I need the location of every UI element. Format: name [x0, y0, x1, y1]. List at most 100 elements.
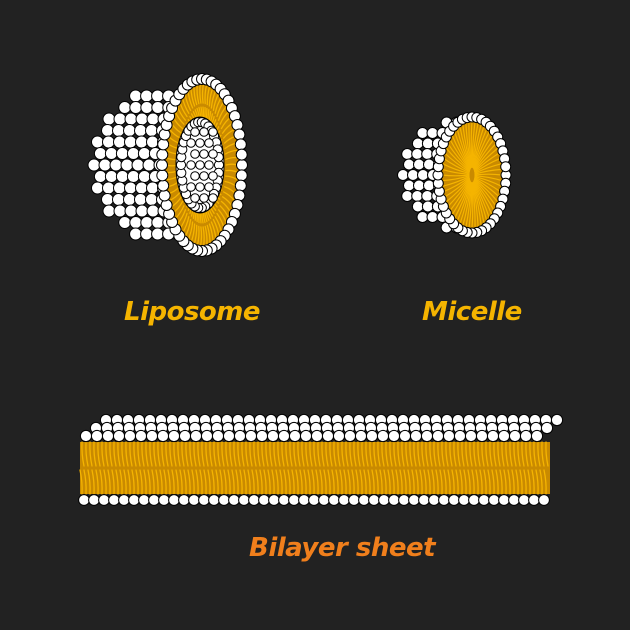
- lipid-head: [416, 211, 429, 223]
- lipid-tail: [171, 469, 175, 495]
- lipid-head: [298, 494, 310, 506]
- lipid-tail: [267, 469, 271, 495]
- lipid-tail: [505, 441, 509, 467]
- lipid-head: [124, 204, 138, 218]
- lipid-tail: [511, 469, 515, 495]
- lipid-tail: [273, 441, 277, 467]
- lipid-head: [124, 181, 137, 195]
- lipid-head: [235, 169, 248, 182]
- micelle-label: Micelle: [422, 297, 522, 327]
- lipid-tail: [131, 469, 135, 495]
- lipid-head: [411, 137, 424, 150]
- lipid-head: [151, 227, 165, 241]
- lipid-head: [129, 216, 143, 229]
- lipid-tail: [491, 469, 495, 495]
- lipid-tail: [153, 441, 157, 467]
- lipid-head: [508, 429, 522, 443]
- lipid-tail: [474, 177, 500, 198]
- lipid-tail: [472, 127, 488, 169]
- lipid-head: [438, 494, 450, 506]
- lipid-head: [468, 494, 480, 506]
- lipid-head: [426, 211, 439, 223]
- lipid-tail: [85, 441, 89, 467]
- lipid-head: [148, 494, 160, 506]
- lipid-tail: [442, 176, 470, 187]
- lipid-head: [204, 160, 214, 170]
- lipid-head: [186, 182, 196, 192]
- lipid-head: [332, 429, 346, 443]
- lipid-tail: [471, 469, 475, 495]
- lipid-tail: [224, 175, 239, 181]
- lipid-tail: [473, 179, 497, 208]
- lipid-tail: [101, 441, 105, 467]
- lipid-tail: [325, 441, 329, 467]
- lipid-tail: [513, 441, 517, 467]
- lipid-head: [79, 429, 93, 443]
- lipid-head: [550, 413, 564, 427]
- lipid-tail: [243, 469, 247, 495]
- lipid-tail: [459, 469, 463, 495]
- lipid-head: [135, 204, 149, 218]
- lipid-head: [421, 200, 434, 213]
- lipid-tail: [225, 441, 229, 467]
- lipid-tail: [461, 441, 465, 467]
- lipid-head: [102, 112, 116, 126]
- lipid-tail: [459, 181, 472, 225]
- lipid-tail: [449, 179, 471, 212]
- lipid-tail: [159, 469, 163, 495]
- lipid-head: [244, 429, 258, 443]
- lipid-head: [199, 149, 209, 159]
- lipid-tail: [209, 441, 213, 467]
- lipid-tail: [527, 469, 531, 495]
- lipid-tail: [223, 469, 227, 495]
- lipid-tail: [442, 163, 470, 174]
- lipid-tail: [507, 469, 511, 495]
- lipid-tail: [433, 441, 437, 467]
- lipid-tail: [341, 441, 345, 467]
- lipid-tail: [151, 469, 155, 495]
- lipid-head: [189, 429, 203, 443]
- lipid-head: [421, 148, 434, 160]
- lipid-head: [208, 494, 220, 506]
- lipid-head: [218, 494, 230, 506]
- lipid-head: [195, 160, 205, 170]
- lipid-tail: [353, 441, 357, 467]
- lipid-tail: [329, 441, 333, 467]
- lipid-head: [178, 429, 192, 443]
- lipid-head: [101, 124, 114, 137]
- lipid-head: [409, 429, 423, 443]
- lipid-tail: [473, 180, 491, 220]
- lipid-head: [234, 138, 247, 151]
- lipid-head: [540, 421, 554, 435]
- lipid-tail: [383, 469, 387, 495]
- lipid-tail: [213, 441, 217, 467]
- lipid-head: [486, 429, 500, 443]
- lipid-tail: [121, 441, 125, 467]
- lipid-tail: [205, 441, 209, 467]
- lipid-head: [199, 193, 209, 203]
- lipid-tail: [169, 441, 173, 467]
- lipid-tail: [283, 469, 287, 495]
- lipid-tail: [337, 441, 341, 467]
- lipid-tail: [279, 469, 283, 495]
- lipid-tail: [91, 469, 95, 495]
- lipid-head: [288, 429, 302, 443]
- lipid-tail: [463, 469, 467, 495]
- lipid-tail: [457, 441, 461, 467]
- lipid-head: [88, 494, 100, 506]
- lipid-tail: [474, 168, 503, 175]
- lipid-tail: [105, 441, 109, 467]
- lipid-head: [151, 101, 165, 114]
- lipid-tail: [465, 441, 469, 467]
- lipid-tail: [407, 469, 411, 495]
- lipid-tail: [377, 441, 381, 467]
- lipid-tail: [222, 128, 236, 139]
- lipid-tail: [191, 469, 195, 495]
- lipid-tail: [453, 180, 471, 220]
- lipid-tail: [473, 180, 493, 216]
- lipid-head: [134, 124, 147, 137]
- lipid-tail: [473, 130, 491, 170]
- lipid-tail: [165, 441, 169, 467]
- lipid-tail: [293, 441, 297, 467]
- lipid-tail: [145, 441, 149, 467]
